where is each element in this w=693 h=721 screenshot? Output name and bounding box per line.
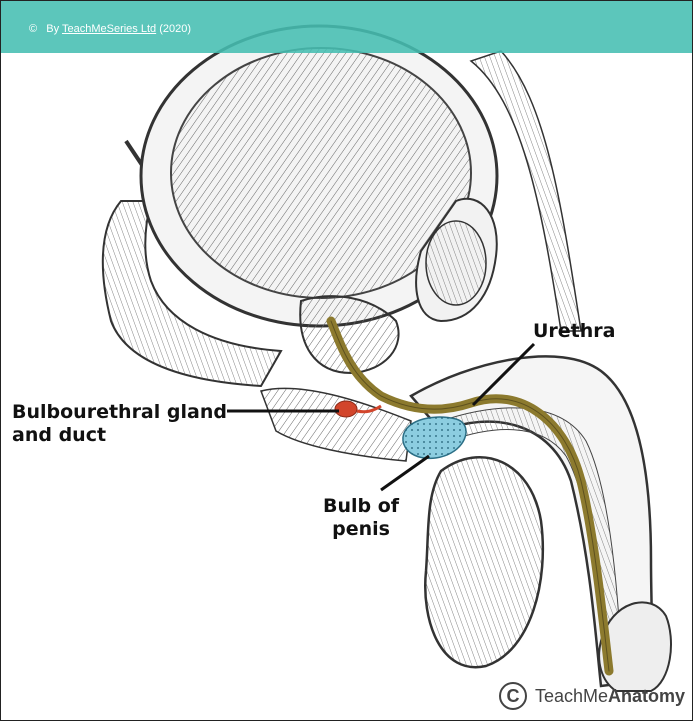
label-urethra-text: Urethra <box>533 320 616 342</box>
scrotum <box>424 455 545 669</box>
urethra-leader-line <box>471 342 536 407</box>
copyright-icon: © <box>29 23 38 35</box>
logo-mark-letter: C <box>506 685 520 706</box>
label-bulb-of-penis: Bulb of penis <box>323 495 399 541</box>
bulb-leader-line <box>380 454 430 492</box>
logo-name-regular: TeachMe <box>535 685 609 706</box>
teachmeseries-link[interactable]: TeachMeSeries Ltd <box>61 23 157 35</box>
bulbourethral-gland <box>334 400 358 418</box>
copyright-banner: © By TeachMeSeries Ltd (2020) <box>1 1 692 53</box>
label-bulb-line1: Bulb of <box>323 495 400 517</box>
label-bulb-line2: penis <box>332 518 390 540</box>
symphysis-disc <box>425 220 487 306</box>
prostate <box>299 295 400 375</box>
label-bulbourethral-gland: Bulbourethral gland and duct <box>12 401 227 447</box>
label-urethra: Urethra <box>533 320 616 343</box>
rectum-folds <box>101 200 283 388</box>
urethra-outline <box>330 320 610 672</box>
banner-by: By <box>46 23 60 35</box>
bulb-texture <box>402 417 467 459</box>
teachmeanatomy-logo: C TeachMeAnatomy <box>499 681 685 711</box>
bulbourethral-duct <box>356 404 382 414</box>
label-bulbourethral-line1: Bulbourethral gland <box>12 401 227 423</box>
banner-year: (2020) <box>159 23 192 35</box>
logo-name-bold: Anatomy <box>608 685 686 706</box>
copyright-circle-icon: C <box>499 682 527 710</box>
logo-wordmark: TeachMeAnatomy <box>535 686 685 707</box>
glans <box>598 601 672 692</box>
label-bulbourethral-line2: and duct <box>12 424 107 446</box>
abdominal-wall <box>469 50 582 332</box>
banner-text: © By TeachMeSeries Ltd (2020) <box>29 23 191 35</box>
